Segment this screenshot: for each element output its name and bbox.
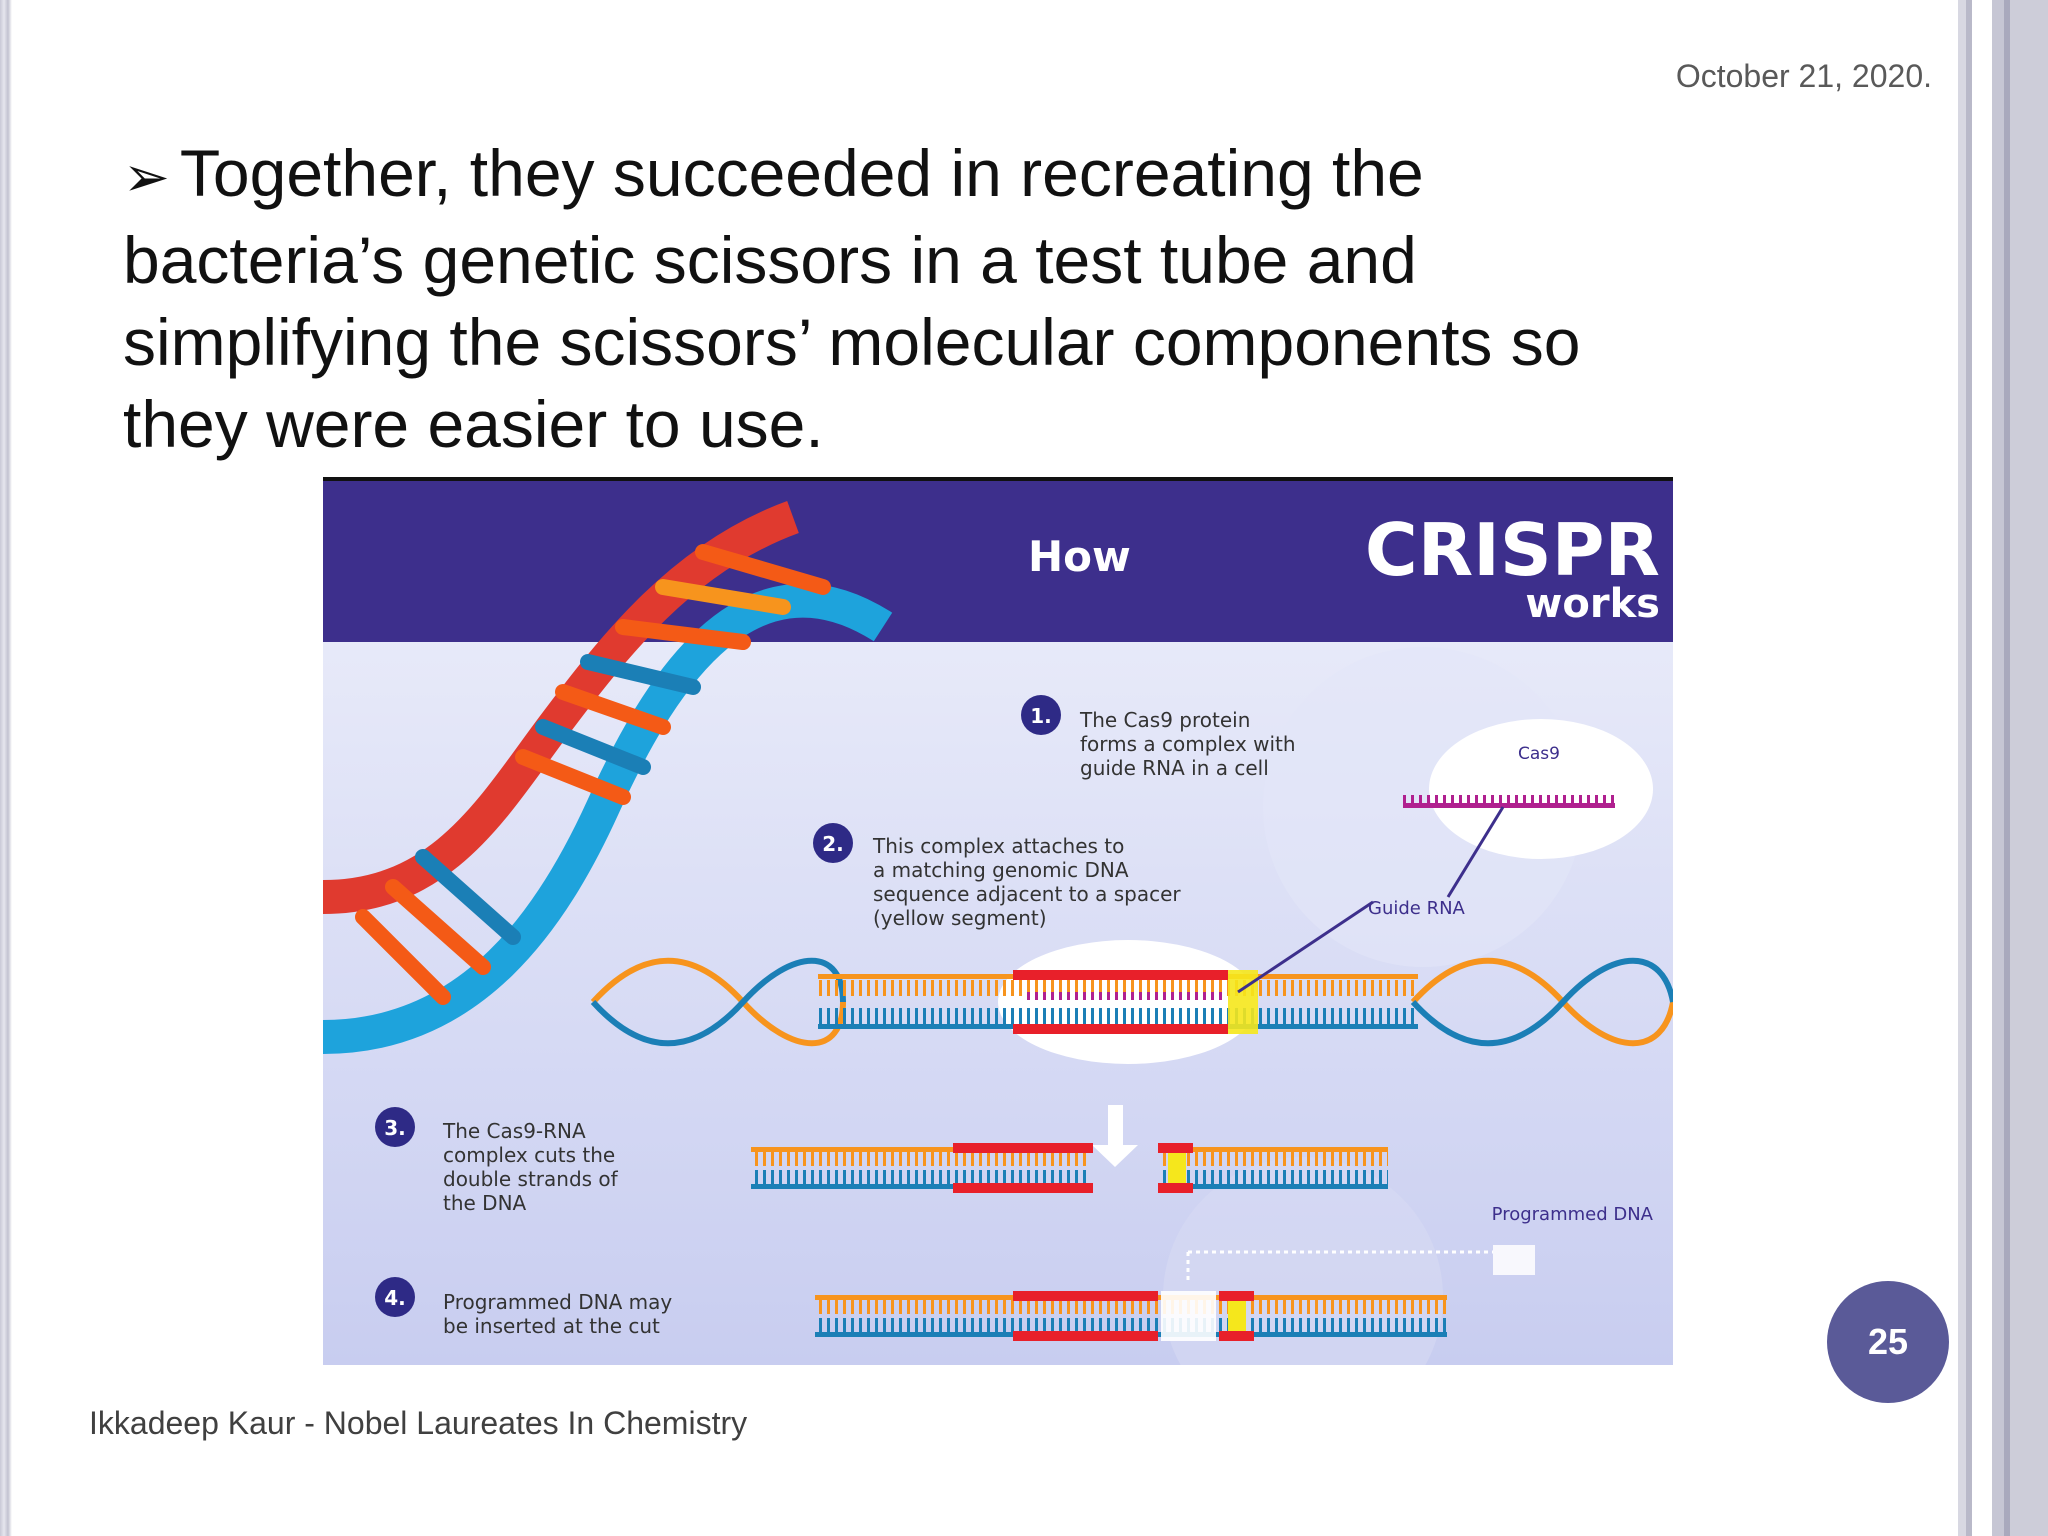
bullet-text: Together, they succeeded in recreating t… [123, 136, 1581, 461]
step-4-text: Programmed DNA may be inserted at the cu… [443, 1290, 679, 1338]
step-2-badge [813, 823, 853, 863]
page-number-badge: 25 [1827, 1281, 1949, 1403]
svg-text:1.: 1. [1030, 704, 1052, 728]
genomic-dna-strand [590, 900, 1673, 1064]
step-1-text: The Cas9 protein forms a complex with gu… [1079, 708, 1302, 780]
step-4-badge [375, 1277, 415, 1317]
slide-footer: Ikkadeep Kaur - Nobel Laureates In Chemi… [89, 1405, 748, 1441]
title-crispr: CRISPR [1365, 508, 1660, 592]
bullet-arrow-icon: ➢ [123, 145, 170, 210]
programmed-dna-label: Programmed DNA [1492, 1204, 1654, 1225]
crispr-infographic: How CRISPR works [323, 477, 1673, 1365]
infographic-header [323, 477, 1673, 642]
step-2-text: This complex attaches to a matching geno… [872, 834, 1187, 930]
title-works: works [1525, 581, 1660, 627]
right-decorative-bars [1958, 0, 2048, 1536]
step-3-text: The Cas9-RNA complex cuts the double str… [442, 1119, 624, 1215]
guide-rna-label: Guide RNA [1368, 898, 1466, 919]
repaired-dna-strand [815, 1291, 1447, 1341]
svg-text:3.: 3. [384, 1116, 406, 1140]
left-decorative-bar [0, 0, 12, 1536]
cas9-label: Cas9 [1518, 744, 1560, 764]
slide-body-text: ➢Together, they succeeded in recreating … [123, 132, 1683, 465]
slide-date: October 21, 2020. [1675, 58, 1932, 94]
cas9-cloud [1429, 719, 1653, 859]
step-1-badge [1021, 695, 1061, 735]
title-how: How [1028, 532, 1131, 581]
cut-dna-strand [751, 1105, 1388, 1193]
svg-text:4.: 4. [384, 1286, 406, 1310]
svg-text:2.: 2. [822, 832, 844, 856]
step-3-badge [375, 1107, 415, 1147]
dna-helix-illustration [323, 501, 893, 1054]
